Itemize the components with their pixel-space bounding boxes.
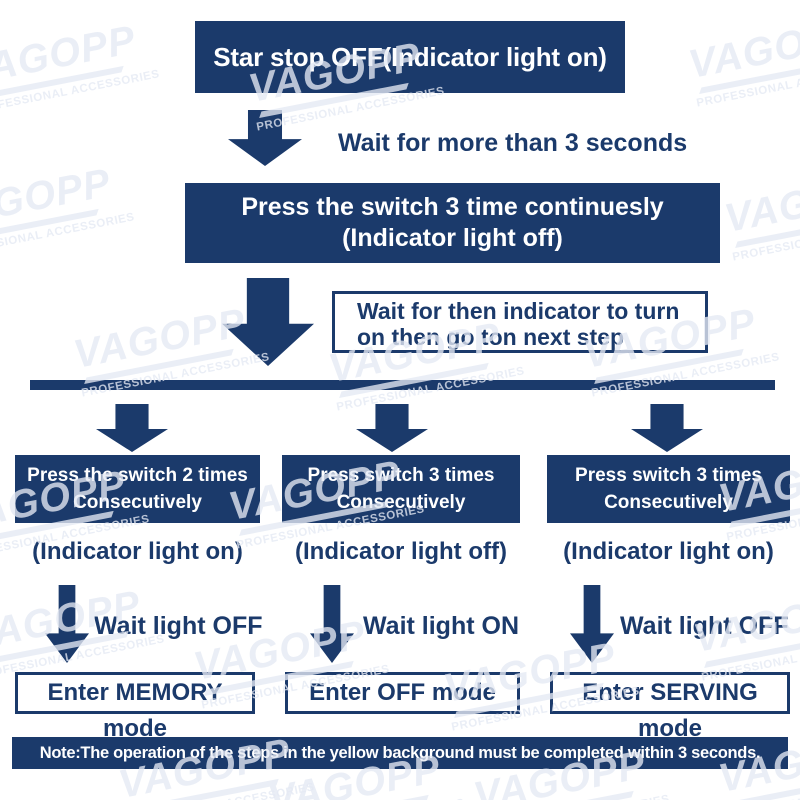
step-start-stop-box: Star stop OFF(Indicator light on) [195, 21, 625, 93]
branch-divider-bar [30, 380, 775, 390]
branch-off-indicator-label: (Indicator light off) [295, 538, 507, 565]
branch-memory-wait-label: Wait light OFF [94, 612, 263, 640]
branch-off-action-line1: Press switch 3 times [307, 465, 495, 486]
branch-memory-indicator-label: (Indicator light on) [32, 538, 243, 565]
down-arrow-icon [631, 404, 703, 452]
branch-serving-action-line2: Consecutively [604, 492, 733, 513]
wait-indicator-note-box: Wait for then indicator to turn on then … [332, 291, 708, 353]
down-arrow-icon [310, 585, 354, 663]
step-start-stop-label: Star stop OFF(Indicator light on) [213, 41, 607, 72]
down-arrow-icon [570, 585, 614, 663]
branch-memory-result-box: Enter MEMORY mode [15, 672, 255, 742]
branch-serving-result-box: Enter SERVING mode [550, 672, 790, 742]
branch-memory-action-line2: Consecutively [73, 492, 202, 513]
branch-off-action-line2: Consecutively [336, 492, 466, 513]
wait-indicator-note-line1: Wait for then indicator to turn [357, 298, 680, 324]
wait-3-seconds-label: Wait for more than 3 seconds [338, 129, 688, 157]
note-bar: Note:The operation of the steps in the y… [12, 737, 788, 769]
branch-serving-indicator-label: (Indicator light on) [563, 538, 774, 565]
branch-memory-action-box: Press the switch 2 times Consecutively [15, 455, 260, 523]
step-press-switch-line1: Press the switch 3 time continuesly [241, 193, 664, 221]
branch-off-result-box: Enter OFF mode [285, 672, 520, 714]
step-press-switch-box: Press the switch 3 time continuesly (Ind… [185, 183, 720, 263]
down-arrow-icon [222, 278, 314, 366]
down-arrow-icon [356, 404, 428, 452]
branch-off-wait-label: Wait light ON [363, 612, 519, 640]
branch-memory-action-line1: Press the switch 2 times [27, 465, 248, 486]
branch-serving-action-box: Press switch 3 times Consecutively [547, 455, 790, 523]
branch-serving-action-line1: Press switch 3 times [575, 465, 762, 486]
step-press-switch-line2: (Indicator light off) [342, 224, 563, 252]
branch-serving-wait-label: Wait light OFF [620, 612, 789, 640]
down-arrow-icon [96, 404, 168, 452]
wait-indicator-note-line2: on then go ton next step [357, 324, 625, 350]
branch-off-action-box: Press switch 3 times Consecutively [282, 455, 520, 523]
down-arrow-icon [45, 585, 89, 663]
down-arrow-icon [228, 110, 302, 166]
